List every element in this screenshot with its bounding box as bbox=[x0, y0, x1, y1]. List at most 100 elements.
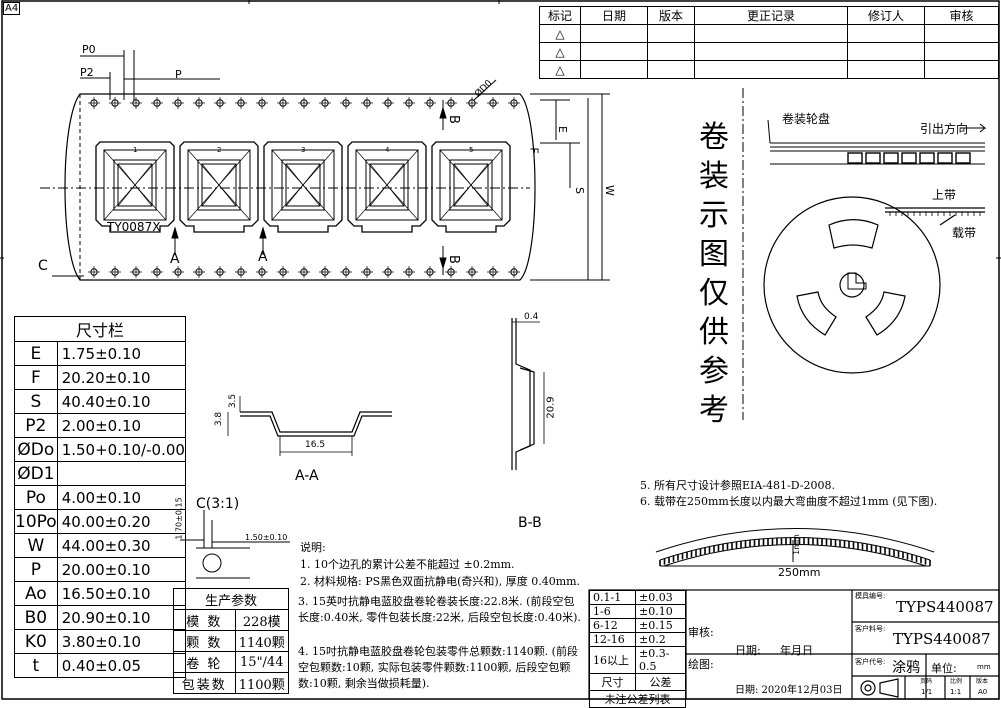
tol-footer: 未注公差列表 bbox=[589, 690, 686, 708]
detail-c-right: 1.50±0.10 bbox=[245, 533, 288, 542]
dimension-key: ØDo bbox=[14, 437, 58, 462]
label-s: S bbox=[572, 187, 586, 194]
section-aa-h2: 3.5 bbox=[228, 393, 239, 409]
cust-code-label: 客户代号: bbox=[855, 658, 886, 666]
dimension-value: 0.40±0.05 bbox=[56, 653, 186, 678]
production-value: 228模 bbox=[234, 609, 290, 631]
dimension-key: W bbox=[14, 533, 58, 558]
reel-pocket bbox=[901, 152, 917, 164]
upper-tape-label: 上带 bbox=[932, 188, 957, 202]
section-aa-h1: 3.8 bbox=[214, 411, 225, 427]
dimension-key: t bbox=[14, 653, 58, 678]
dimension-value: 44.00±0.30 bbox=[56, 533, 186, 558]
rev-triangle-icon: △ bbox=[539, 60, 581, 79]
dimension-key: Ao bbox=[14, 581, 58, 606]
reel-pocket bbox=[865, 152, 881, 164]
tolerance-range: 0.1-1 bbox=[589, 590, 636, 605]
label-a-left: A bbox=[170, 251, 180, 267]
tolerance-range: 16以上 bbox=[589, 646, 636, 674]
bend-diagram bbox=[655, 528, 935, 567]
caption-char: 示 bbox=[699, 198, 729, 233]
note-1: 1. 10个边孔的累计公差不能超过 ±0.2mm. bbox=[300, 558, 515, 571]
dimension-row: ØD1 bbox=[14, 461, 186, 486]
pocket-number: 3 bbox=[301, 146, 306, 154]
rev-col-changes: 更正记录 bbox=[694, 6, 848, 25]
rev-col-approve: 审核 bbox=[924, 6, 999, 25]
reel-pocket bbox=[919, 152, 935, 164]
production-key: 模 数 bbox=[173, 609, 236, 631]
rev-col-mark: 标记 bbox=[539, 6, 581, 25]
tolerance-range: 6-12 bbox=[589, 618, 636, 633]
dimension-value: 1.75±0.10 bbox=[56, 341, 186, 366]
pocket-number: 5 bbox=[469, 146, 474, 154]
tol-col-size: 尺寸 bbox=[589, 673, 636, 691]
revision-table: 标记 日期 版本 更正记录 修订人 审核 △ △ △ bbox=[539, 6, 999, 79]
dimension-value: 20.90±0.10 bbox=[56, 605, 186, 630]
production-key: 卷 轮 bbox=[173, 651, 236, 673]
section-bb-title: B-B bbox=[518, 515, 542, 531]
review-label: 审核: bbox=[688, 626, 714, 639]
section-aa-width: 16.5 bbox=[305, 440, 326, 450]
note-3: 3. 15英吋抗静电蓝胶盘卷轮卷装长度:22.8米. (前段空包长度:0.40米… bbox=[298, 595, 581, 624]
rev-triangle-icon: △ bbox=[539, 24, 581, 43]
section-bb-profile bbox=[511, 318, 545, 470]
caption-char: 供 bbox=[699, 315, 729, 350]
dimension-key: Po bbox=[14, 485, 58, 510]
tolerance-value: ±0.15 bbox=[635, 618, 686, 633]
label-c: C bbox=[38, 258, 48, 274]
label-p: P bbox=[175, 68, 182, 81]
dimension-key: ØD1 bbox=[14, 461, 58, 486]
pocket-number: 4 bbox=[385, 146, 390, 154]
review-date-label: 日期: bbox=[735, 644, 761, 657]
dimension-key: S bbox=[14, 389, 58, 414]
label-p2: P2 bbox=[80, 66, 94, 79]
dimension-key: F bbox=[14, 365, 58, 390]
sheet-tag: A4 bbox=[3, 2, 21, 15]
section-bb-top: 0.4 bbox=[524, 312, 539, 322]
note-5: 5. 所有尺寸设计参照EIA-481-D-2008. bbox=[640, 479, 835, 492]
section-bb-height: 20.9 bbox=[545, 396, 557, 419]
reel-side-view bbox=[767, 119, 987, 165]
dimension-value: 20.20±0.10 bbox=[56, 365, 186, 390]
production-key: 包装数 bbox=[173, 672, 236, 694]
mold-no: TYPS440087 bbox=[896, 598, 994, 616]
vertical-caption: 卷 装 示 图 仅 供 参 考 bbox=[696, 118, 732, 430]
rev-col-date: 日期 bbox=[580, 6, 648, 25]
production-value: 15"/44 bbox=[234, 651, 290, 673]
dimension-value: 40.40±0.10 bbox=[56, 389, 186, 414]
production-value: 1100颗 bbox=[234, 672, 290, 694]
production-header: 生产参数 bbox=[173, 588, 289, 610]
dimension-value: 2.00±0.10 bbox=[56, 413, 186, 438]
rev-triangle-icon: △ bbox=[539, 42, 581, 61]
tape-pocket bbox=[431, 141, 511, 233]
label-e: E bbox=[555, 126, 569, 133]
reel-pocket bbox=[847, 152, 863, 164]
tolerance-row: 1-6±0.10 bbox=[589, 604, 686, 619]
production-key: 颗 数 bbox=[173, 630, 236, 652]
dimension-value: 3.80±0.10 bbox=[56, 629, 186, 654]
dimension-value bbox=[56, 461, 186, 486]
bend-length: 250mm bbox=[778, 566, 821, 579]
tape-pocket bbox=[347, 141, 427, 233]
tolerance-value: ±0.3-0.5 bbox=[635, 646, 686, 674]
version-label: 版本 bbox=[976, 678, 989, 685]
dimension-header: 尺寸栏 bbox=[14, 316, 186, 342]
tolerance-row: 12-16±0.2 bbox=[589, 632, 686, 647]
section-aa-title: A-A bbox=[295, 468, 319, 484]
caption-char: 参 bbox=[699, 354, 729, 389]
label-w: W bbox=[602, 185, 616, 196]
part-mark: TY0087X bbox=[107, 220, 161, 234]
